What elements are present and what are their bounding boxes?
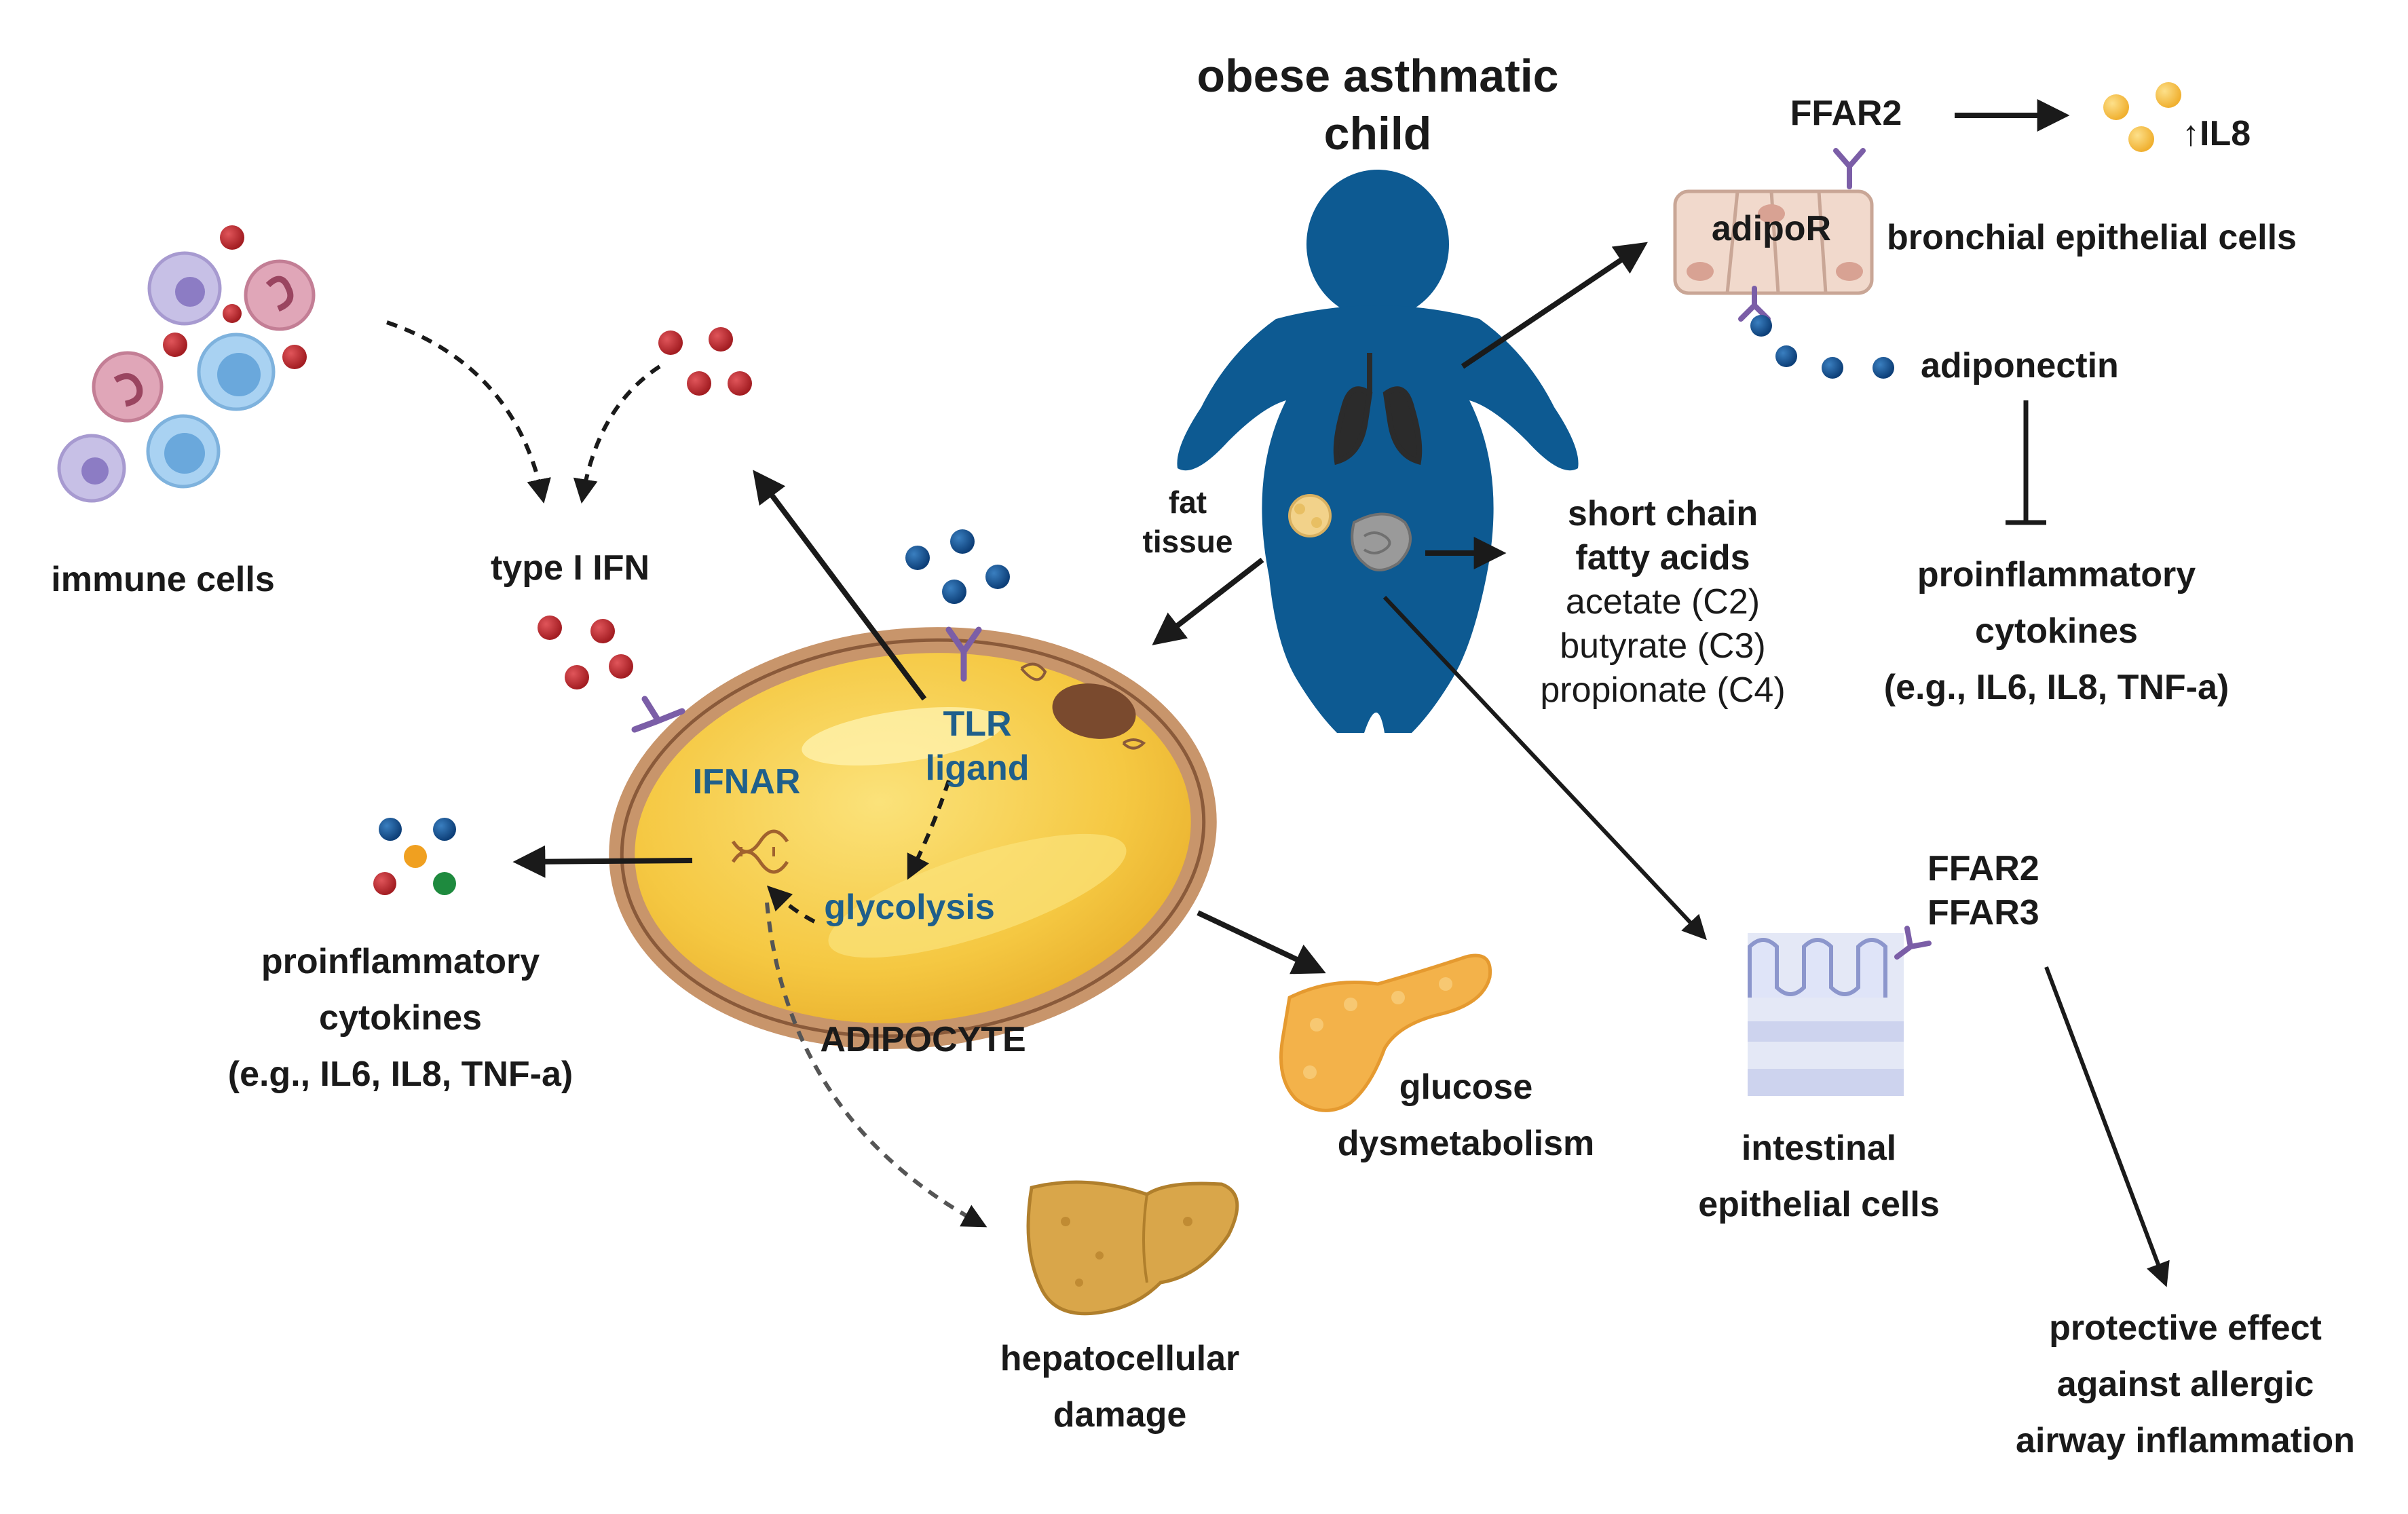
tlr-line1: TLR [943, 704, 1012, 744]
tlr-line2: ligand [925, 749, 1030, 788]
tlr-ligand-label: TLR ligand [909, 702, 1045, 791]
glucose-label: glucose dysmetabolism [1317, 1065, 1615, 1166]
scfa-line2: fatty acids [1575, 538, 1750, 578]
intestinal-cells-graphic [1748, 926, 1932, 1096]
il8-dots [2103, 82, 2181, 152]
airway-cytokines-label: proinflammatory cytokines (e.g., IL6, IL… [1873, 553, 2240, 710]
protective-line1: protective effect [2049, 1308, 2322, 1348]
airway-cytokines-line3: (e.g., IL6, IL8, TNF-a) [1883, 668, 2230, 707]
adipocyte-cytokines-line3: (e.g., IL6, IL8, TNF-a) [227, 1055, 573, 1094]
cytokine-dots [373, 818, 456, 895]
liver-line1: hepatocellular [1000, 1339, 1240, 1378]
intestinal-label: intestinal epithelial cells [1656, 1127, 1982, 1227]
child-title-line1: obese asthmatic [1197, 50, 1559, 102]
child-silhouette [1177, 170, 1579, 733]
adipocyte-to-pancreas-arrow [1197, 910, 1326, 974]
immune-cells-graphic [57, 225, 316, 503]
adipocyte-label: ADIPOCYTE [820, 1020, 1026, 1059]
bronchial-cells-graphic [1673, 148, 1874, 322]
fat-tissue-line2: tissue [1142, 523, 1233, 559]
ifnar-label: IFNAR [692, 762, 801, 801]
glucose-line2: dysmetabolism [1337, 1124, 1595, 1163]
pancreas-graphic [1279, 953, 1492, 1112]
ffar2-gut-label: FFAR2 [1927, 849, 2039, 888]
scfa-label: short chain fatty acids acetate (C2) but… [1507, 492, 1819, 713]
intestinal-line1: intestinal [1741, 1129, 1897, 1168]
scfa-line3: acetate (C2) [1565, 582, 1761, 622]
adiponectin-inhibition [2006, 400, 2046, 525]
adipocyte-to-cytokines-arrow [512, 845, 693, 878]
ifnar-receptor [631, 696, 685, 733]
adiponectin-label: adiponectin [1921, 346, 2119, 385]
adipocyte-to-liver-arrow [765, 902, 987, 1228]
il8-label: ↑IL8 [2182, 114, 2251, 153]
fat-to-adipocyte-arrow [1152, 557, 1264, 645]
child-to-bronchial-arrow [1461, 242, 1648, 369]
airway-cytokines-line1: proinflammatory [1917, 555, 2196, 594]
glycolysis-to-dna-arrow [766, 885, 816, 924]
immune-to-ifn-arrow [386, 320, 551, 504]
liver-label: hepatocellular damage [971, 1337, 1269, 1437]
adiponectin-dots [1750, 315, 1894, 379]
intestinal-line2: epithelial cells [1698, 1185, 1940, 1224]
child-title-line2: child [1323, 108, 1432, 159]
protective-line3: airway inflammation [2016, 1421, 2355, 1460]
tlr-to-ifn-arrow [753, 470, 927, 701]
scfa-line5: propionate (C4) [1540, 670, 1786, 710]
bronchial-label: bronchial epithelial cells [1887, 218, 2297, 257]
fat-tissue-line1: fat [1168, 485, 1207, 520]
tlr-receptor [905, 529, 1010, 682]
ffar-to-protective-arrow [2044, 966, 2170, 1287]
gut-to-intestinal-arrow [1382, 595, 1707, 941]
scfa-line1: short chain [1567, 494, 1758, 533]
glycolysis-label: glycolysis [824, 888, 995, 927]
liver-graphic [1026, 1180, 1239, 1316]
scfa-line4: butyrate (C3) [1560, 626, 1766, 666]
immune-cells-label: immune cells [51, 560, 275, 599]
protective-line2: against allergic [2056, 1365, 2314, 1404]
liver-line2: damage [1053, 1395, 1187, 1435]
ffar2-top-label: FFAR2 [1790, 94, 1902, 133]
adipocyte-cytokines-label: proinflammatory cytokines (e.g., IL6, IL… [204, 940, 597, 1097]
adipocyte-cytokines-line1: proinflammatory [261, 942, 540, 981]
fat-tissue-label: fat tissue [1120, 483, 1256, 561]
type-i-ifn-dots [538, 327, 752, 689]
ffar2-ffar3-label: FFAR2 FFAR3 [1927, 847, 2063, 935]
adipocyte-cytokines-line2: cytokines [319, 998, 482, 1038]
protective-label: protective effect against allergic airwa… [1968, 1306, 2403, 1463]
adipocyte-cell [609, 627, 1217, 1049]
child-title: obese asthmatic child [1181, 48, 1575, 163]
airway-cytokines-line2: cytokines [1975, 611, 2138, 651]
ffar3-gut-label: FFAR3 [1927, 893, 2039, 932]
glucose-line1: glucose [1399, 1067, 1533, 1107]
adipor-label: adipoR [1711, 209, 1832, 248]
dots-to-ifn-arrow [573, 364, 661, 504]
type-i-ifn-label: type I IFN [490, 548, 650, 588]
